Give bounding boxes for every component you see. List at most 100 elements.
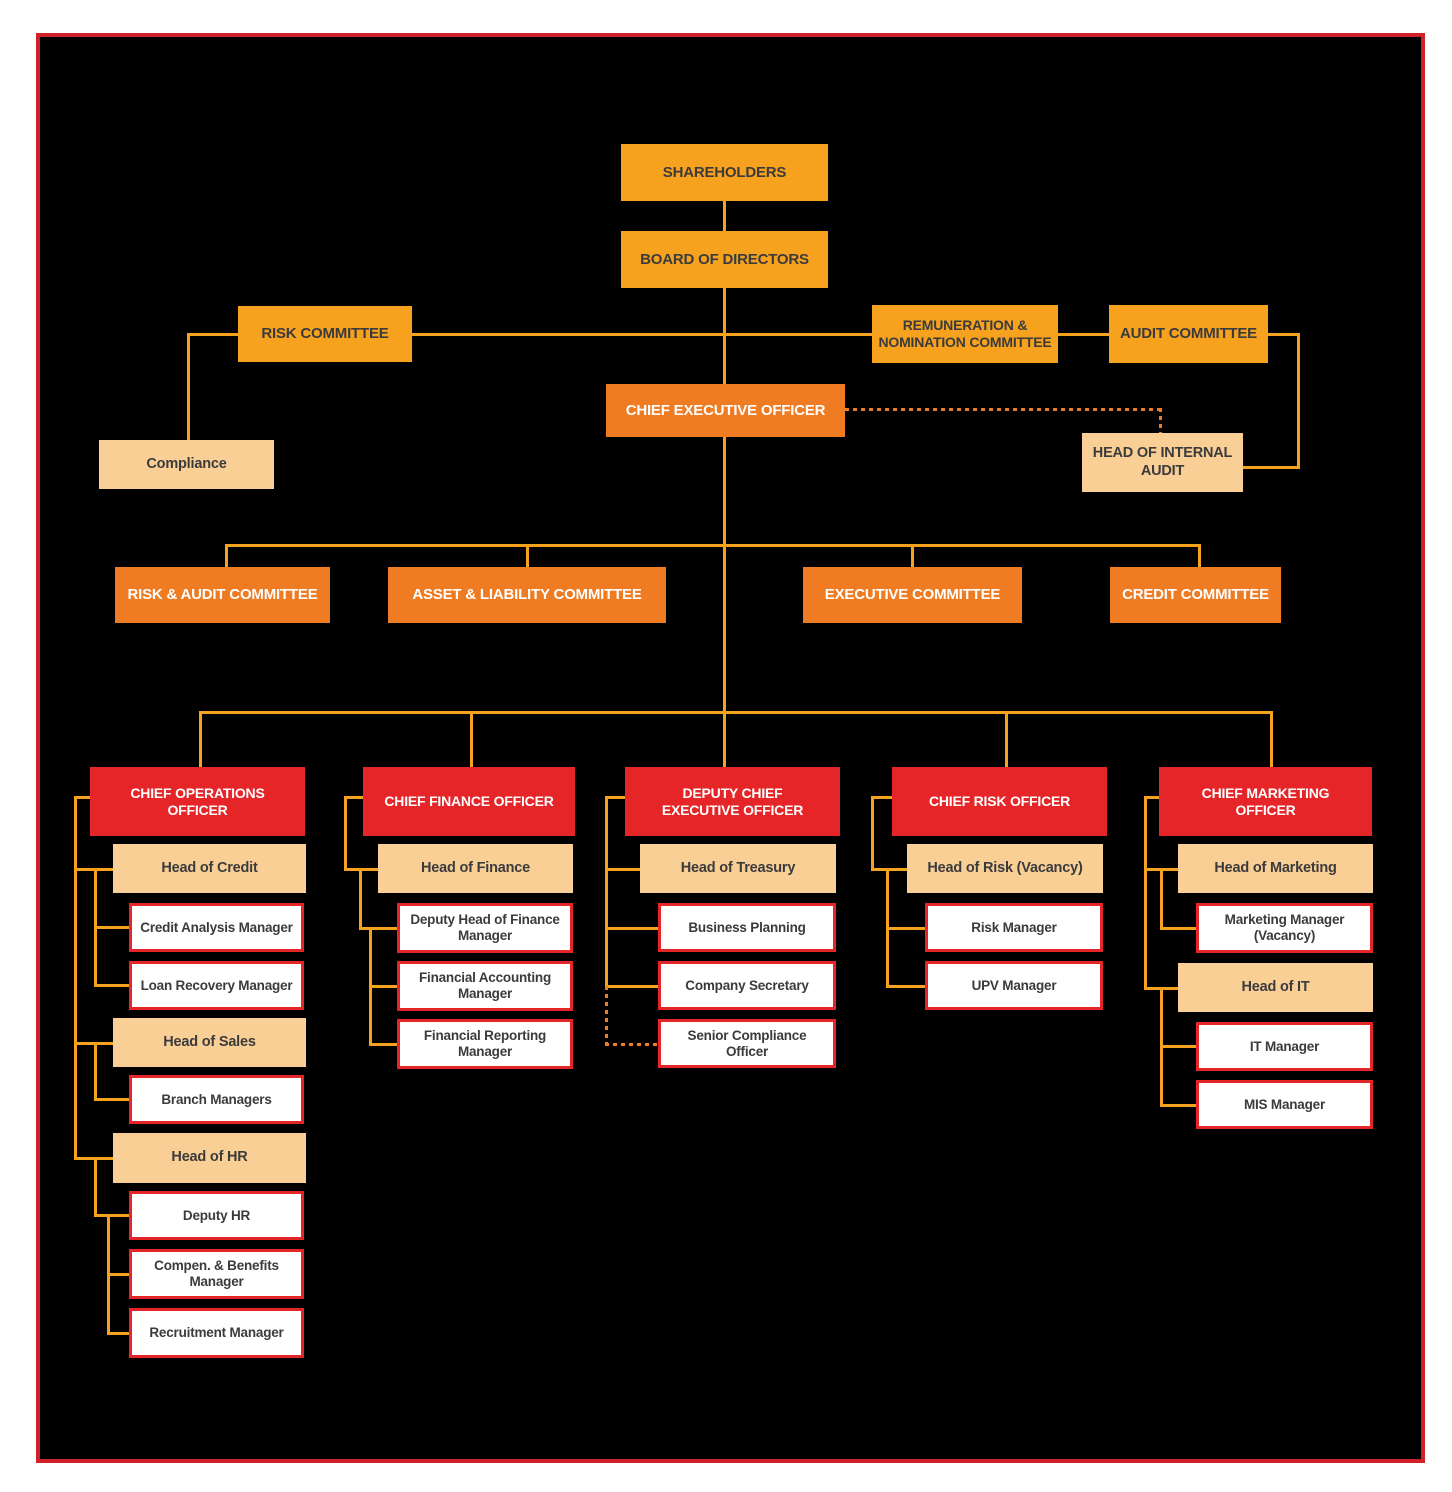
connector-line xyxy=(225,544,1201,547)
connector-line xyxy=(225,544,228,567)
node-risk-audit-committee: RISK & AUDIT COMMITTEE xyxy=(115,567,330,623)
node-risk-committee: RISK COMMITTEE xyxy=(238,306,412,362)
connector-line xyxy=(74,1042,113,1045)
connector-line xyxy=(1243,466,1300,469)
node-chief-risk-officer: CHIEF RISK OFFICER xyxy=(892,767,1107,836)
node-asset-liability-committee: ASSET & LIABILITY COMMITTEE xyxy=(388,567,666,623)
connector-line xyxy=(1160,927,1196,930)
connector-line xyxy=(107,1273,129,1276)
dotted-connector xyxy=(845,408,1161,411)
node-head-of-internal-audit: HEAD OF INTERNAL AUDIT xyxy=(1082,433,1243,492)
node-executive-committee: EXECUTIVE COMMITTEE xyxy=(803,567,1022,623)
node-it-manager: IT Manager xyxy=(1196,1022,1373,1071)
node-head-of-hr: Head of HR xyxy=(113,1133,306,1183)
connector-line xyxy=(526,544,529,567)
connector-line xyxy=(359,927,397,930)
connector-line xyxy=(94,1214,129,1217)
node-marketing-manager-vacancy: Marketing Manager (Vacancy) xyxy=(1196,903,1373,953)
node-head-of-sales: Head of Sales xyxy=(113,1018,306,1067)
connector-line xyxy=(605,927,658,930)
node-credit-analysis-manager: Credit Analysis Manager xyxy=(129,903,304,952)
connector-line xyxy=(187,333,190,440)
connector-line xyxy=(1005,711,1008,767)
connector-line xyxy=(1268,333,1300,336)
node-financial-accounting-manager: Financial Accounting Manager xyxy=(397,961,573,1011)
connector-line xyxy=(107,1332,129,1335)
connector-line xyxy=(605,868,640,871)
node-senior-compliance-officer: Senior Compliance Officer xyxy=(658,1019,836,1068)
dotted-connector xyxy=(1159,408,1162,433)
node-company-secretary: Company Secretary xyxy=(658,961,836,1010)
connector-line xyxy=(369,1043,397,1046)
node-head-of-marketing: Head of Marketing xyxy=(1178,844,1373,893)
connector-line xyxy=(886,985,925,988)
connector-line xyxy=(412,333,872,336)
connector-line xyxy=(94,984,129,987)
connector-line xyxy=(1058,333,1109,336)
connector-line xyxy=(1160,868,1163,928)
connector-line xyxy=(886,868,889,985)
connector-line xyxy=(344,796,347,871)
connector-line xyxy=(1297,333,1300,469)
node-head-of-it: Head of IT xyxy=(1178,963,1373,1012)
node-chief-operations-officer: CHIEF OPERATIONS OFFICER xyxy=(90,767,305,836)
node-chief-executive-officer: CHIEF EXECUTIVE OFFICER xyxy=(606,384,845,437)
node-compliance: Compliance xyxy=(99,440,274,489)
connector-line xyxy=(723,437,726,767)
connector-line xyxy=(886,927,925,930)
connector-line xyxy=(1160,1045,1196,1048)
dotted-connector xyxy=(605,1043,658,1046)
connector-line xyxy=(344,796,363,799)
connector-line xyxy=(359,868,362,928)
node-audit-committee: AUDIT COMMITTEE xyxy=(1109,305,1268,363)
connector-line xyxy=(1198,544,1201,567)
node-loan-recovery-manager: Loan Recovery Manager xyxy=(129,961,304,1010)
node-head-of-risk-vacancy: Head of Risk (Vacancy) xyxy=(907,844,1103,893)
connector-line xyxy=(369,985,397,988)
node-risk-manager: Risk Manager xyxy=(925,903,1103,952)
node-mis-manager: MIS Manager xyxy=(1196,1080,1373,1129)
node-deputy-head-of-finance-manager: Deputy Head of Finance Manager xyxy=(397,903,573,953)
connector-line xyxy=(1270,711,1273,767)
node-business-planning: Business Planning xyxy=(658,903,836,952)
node-head-of-treasury: Head of Treasury xyxy=(640,844,836,893)
connector-line xyxy=(723,201,726,231)
connector-line xyxy=(74,868,113,871)
dotted-connector xyxy=(605,986,608,1044)
connector-line xyxy=(1144,796,1147,988)
connector-line xyxy=(871,796,874,871)
connector-line xyxy=(911,544,914,567)
connector-line xyxy=(74,796,77,1158)
connector-line xyxy=(94,926,129,929)
connector-line xyxy=(94,1042,97,1099)
connector-line xyxy=(871,796,892,799)
connector-line xyxy=(199,711,1273,714)
node-financial-reporting-manager: Financial Reporting Manager xyxy=(397,1019,573,1069)
connector-line xyxy=(74,1157,113,1160)
node-chief-finance-officer: CHIEF FINANCE OFFICER xyxy=(363,767,575,836)
connector-line xyxy=(470,711,473,767)
node-remuneration-nomination-committee: REMUNERATION & NOMINATION COMMITTEE xyxy=(872,305,1058,363)
node-credit-committee: CREDIT COMMITTEE xyxy=(1110,567,1281,623)
node-compen-benefits-manager: Compen. & Benefits Manager xyxy=(129,1249,304,1299)
node-head-of-finance: Head of Finance xyxy=(378,844,573,893)
node-deputy-hr: Deputy HR xyxy=(129,1191,304,1240)
connector-line xyxy=(94,1098,129,1101)
node-deputy-chief-executive-officer: DEPUTY CHIEF EXECUTIVE OFFICER xyxy=(625,767,840,836)
connector-line xyxy=(605,796,608,986)
connector-line xyxy=(94,1157,97,1215)
connector-line xyxy=(871,868,907,871)
connector-line xyxy=(723,288,726,384)
connector-line xyxy=(605,985,658,988)
connector-line xyxy=(187,333,238,336)
connector-line xyxy=(199,711,202,767)
connector-line xyxy=(1144,796,1159,799)
node-recruitment-manager: Recruitment Manager xyxy=(129,1308,304,1358)
node-branch-managers: Branch Managers xyxy=(129,1075,304,1124)
node-shareholders: SHAREHOLDERS xyxy=(621,144,828,201)
node-head-of-credit: Head of Credit xyxy=(113,844,306,893)
connector-line xyxy=(605,796,625,799)
connector-line xyxy=(74,796,90,799)
connector-line xyxy=(1160,1104,1196,1107)
node-chief-marketing-officer: CHIEF MARKETING OFFICER xyxy=(1159,767,1372,836)
